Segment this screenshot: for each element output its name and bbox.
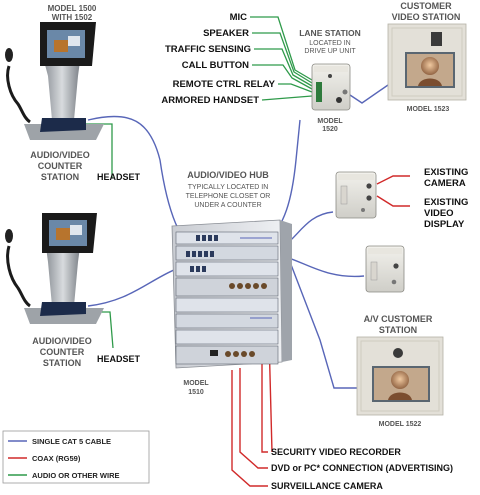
audio-wires-lane [250, 16, 313, 101]
lane-station-title: LANE STATION [299, 28, 361, 38]
customer-video-station-device [387, 23, 467, 101]
hub-labels: AUDIO/VIDEO HUB TYPICALLY LOCATED IN TEL… [183, 170, 270, 396]
hub-sub1: TYPICALLY LOCATED IN [188, 184, 269, 191]
top-station-line3: STATION [41, 172, 79, 182]
mic-head [5, 48, 13, 62]
lane-station-model1: MODEL [317, 118, 343, 125]
hub-sub2: TELEPHONE CLOSET OR [186, 193, 271, 200]
customer-station-model: MODEL 1523 [407, 106, 450, 113]
legend: SINGLE CAT 5 CABLE COAX (RG59) AUDIO OR OT… [8, 437, 120, 480]
bottom-headset-label: HEADSET [97, 354, 141, 364]
existing-display-line3: DISPLAY [424, 219, 465, 230]
camera-lens [393, 348, 403, 358]
bottom-station-line3: STATION [43, 358, 81, 368]
lane-station-model2: 1520 [322, 126, 338, 133]
existing-camera-line2: CAMERA [424, 178, 466, 189]
output-surveillance-camera: SURVEILLANCE CAMERA [271, 481, 383, 490]
top-station-line1: AUDIO/VIDEO [30, 150, 90, 160]
input-label-armored-handset: ARMORED HANDSET [161, 95, 259, 106]
av-customer-title2: STATION [379, 325, 417, 335]
hub-model1: MODEL [183, 380, 209, 387]
console-keypad [40, 118, 86, 132]
existing-display-line2: VIDEO [424, 208, 454, 219]
output-labels: SECURITY VIDEO RECORDER DVD or PC* CONNE… [271, 447, 453, 491]
bottom-station-line2: COUNTER [40, 347, 85, 357]
customer-station-labels: CUSTOMER VIDEO STATION MODEL 1523 [392, 1, 461, 113]
camera-lens [431, 32, 442, 46]
av-customer-model: MODEL 1522 [379, 421, 422, 428]
output-security-recorder: SECURITY VIDEO RECORDER [271, 447, 401, 457]
input-label-speaker: SPEAKER [203, 28, 249, 39]
bottom-console-station-labels: AUDIO/VIDEO COUNTER STATION HEADSET [32, 336, 140, 368]
top-console-station-labels: AUDIO/VIDEO COUNTER STATION HEADSET [30, 150, 140, 182]
customer-station-title1: CUSTOMER [400, 1, 452, 11]
customer-station-title2: VIDEO STATION [392, 12, 461, 22]
hub-model2: 1510 [188, 389, 204, 396]
input-label-remote-ctrl-relay: REMOTE CTRL RELAY [173, 79, 276, 90]
lane-station-device [311, 63, 351, 111]
top-console-model-line2: WITH 1502 [52, 13, 93, 22]
lane-station-labels: LANE STATION LOCATED IN DRIVE UP UNIT MO… [299, 28, 361, 133]
av-customer-station-device [356, 336, 444, 416]
hub-sub3: UNDER A COUNTER [194, 202, 261, 209]
counter-station-top [5, 22, 104, 140]
bottom-station-line1: AUDIO/VIDEO [32, 336, 92, 346]
av-customer-title1: A/V CUSTOMER [364, 314, 433, 324]
lane-station-sub2: DRIVE UP UNIT [304, 48, 356, 55]
legend-label: COAX (RG59) [32, 454, 81, 463]
console-pedestal [46, 247, 80, 306]
lane-station-input-labels: MIC SPEAKER TRAFFIC SENSING CALL BUTTON … [161, 12, 275, 106]
input-label-traffic-sensing: TRAFFIC SENSING [165, 44, 251, 55]
legend-label: AUDIO OR OTHER WIRE [32, 471, 120, 480]
top-headset-label: HEADSET [97, 172, 141, 182]
input-label-call-button: CALL BUTTON [182, 60, 249, 71]
top-station-line2: COUNTER [38, 161, 83, 171]
top-console-labels: MODEL 1500 WITH 1502 [48, 4, 97, 22]
interface-box-device [335, 171, 377, 219]
legend-box [2, 430, 150, 484]
existing-display-line1: EXISTING [424, 197, 468, 208]
remote-interface-box-device [365, 245, 405, 293]
av-hub-rack [171, 219, 292, 369]
interface-box-labels: EXISTING CAMERA EXISTING VIDEO DISPLAY [424, 167, 468, 230]
console-keypad [40, 302, 86, 316]
gooseneck-mic [6, 245, 31, 308]
top-console-model-line1: MODEL 1500 [48, 4, 97, 13]
av-customer-station-labels: A/V CUSTOMER STATION MODEL 1522 [364, 314, 433, 428]
lane-station-sub1: LOCATED IN [309, 40, 351, 47]
legend-label: SINGLE CAT 5 CABLE [32, 437, 111, 446]
output-dvd-pc: DVD or PC* CONNECTION (ADVERTISING) [271, 463, 453, 473]
gooseneck-mic [6, 65, 31, 124]
counter-station-bottom [5, 213, 104, 324]
existing-camera-line1: EXISTING [424, 167, 468, 178]
hub-title: AUDIO/VIDEO HUB [187, 170, 269, 180]
input-label-mic: MIC [230, 12, 248, 23]
console-pedestal [44, 61, 80, 120]
mic-head [5, 229, 13, 243]
